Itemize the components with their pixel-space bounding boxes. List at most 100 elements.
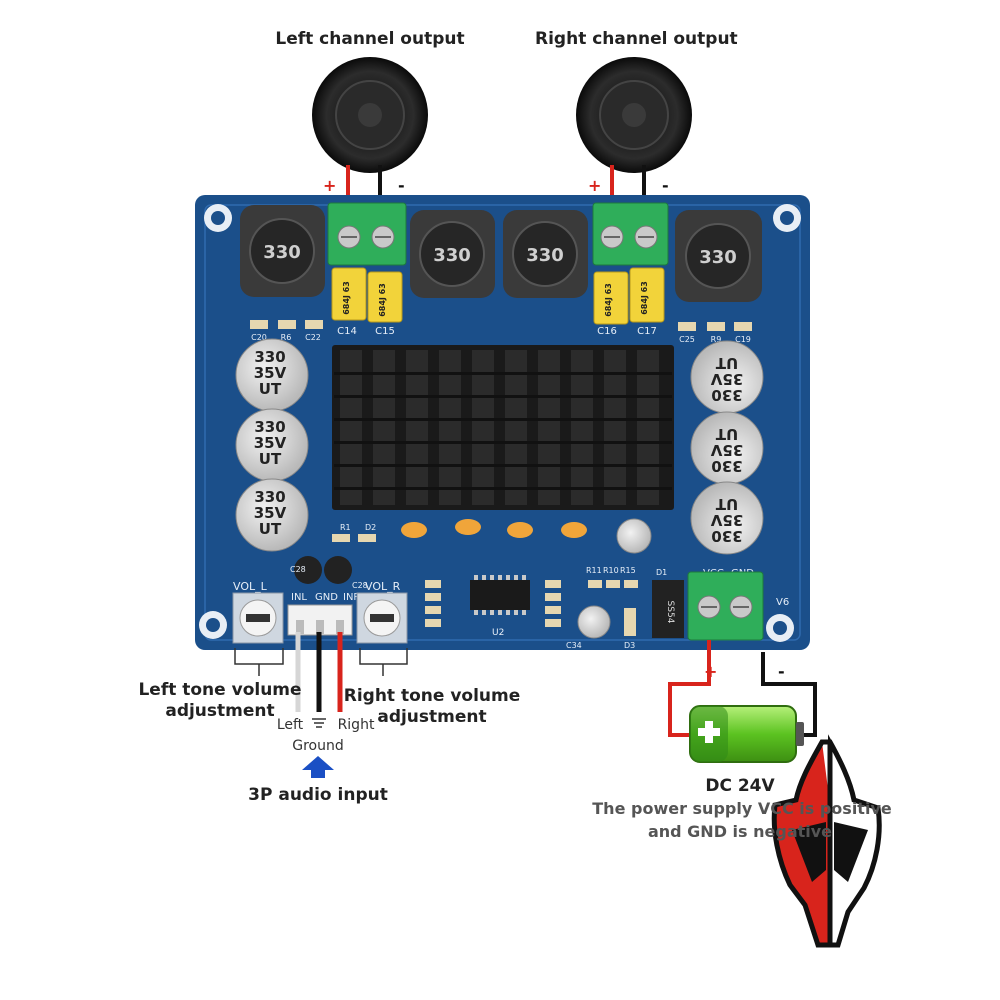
cap-voltage: 35V xyxy=(710,441,743,459)
left-channel-output-label: Left channel output xyxy=(275,29,465,49)
ic-pin xyxy=(482,575,486,580)
right-tone-label-line2: adjustment xyxy=(377,707,487,727)
film-cap-marking: 684J 63 xyxy=(604,283,613,317)
silk-u2: U2 xyxy=(492,628,504,638)
cap-brand: UT xyxy=(715,495,738,513)
silk-r15: R15 xyxy=(620,566,636,575)
ic-pin xyxy=(514,575,518,580)
silk-inl: INL xyxy=(291,592,307,603)
ic-pin xyxy=(506,610,510,615)
dc-voltage-label: DC 24V xyxy=(705,776,775,796)
input-left-label: Left xyxy=(276,717,304,733)
heatsink-groove xyxy=(334,372,672,375)
heatsink-groove xyxy=(334,441,672,444)
audio-input-label: 3P audio input xyxy=(248,785,388,805)
silk-r11: R11 xyxy=(586,566,602,575)
silk-r1: R1 xyxy=(340,523,351,532)
cap-voltage: 35V xyxy=(254,504,287,522)
cap-brand: UT xyxy=(715,425,738,443)
ic-pin xyxy=(498,575,502,580)
battery-icon xyxy=(689,705,804,763)
power-note-line2: and GND is negative xyxy=(647,822,833,841)
left-tone-label-line2: adjustment xyxy=(165,701,275,721)
ic-pin xyxy=(514,610,518,615)
left-tone-label-line1: Left tone volume xyxy=(138,680,302,700)
ic-pin xyxy=(506,575,510,580)
left-speaker-minus: - xyxy=(398,176,405,195)
silk-c20: C20 xyxy=(251,333,267,342)
cap-voltage: 35V xyxy=(710,370,743,388)
cap-voltage: 35V xyxy=(254,364,287,382)
film-cap-marking: 684J 63 xyxy=(640,281,649,315)
cap-brand: UT xyxy=(259,520,282,538)
heatsink-groove xyxy=(334,418,672,421)
inductor-marking: 330 xyxy=(699,247,737,268)
heatsink-groove xyxy=(334,487,672,490)
right-channel-output-label: Right channel output xyxy=(535,29,738,49)
power-minus: - xyxy=(778,662,785,681)
silk-c15: C15 xyxy=(375,326,395,337)
cap-value: 330 xyxy=(254,418,285,436)
right-speaker-minus: - xyxy=(662,176,669,195)
ic-pin xyxy=(490,610,494,615)
ic-pin xyxy=(522,575,526,580)
silk-c22: C22 xyxy=(305,333,321,342)
heatsink xyxy=(332,345,674,510)
diode-marking: SS54 xyxy=(665,601,675,624)
ic-pin xyxy=(490,575,494,580)
cap-value: 330 xyxy=(711,386,742,404)
cap-value: 330 xyxy=(711,527,742,545)
silk-c34: C34 xyxy=(566,641,582,650)
silk-c17: C17 xyxy=(637,326,657,337)
speaker-icon xyxy=(312,57,428,173)
silk-d2: D2 xyxy=(365,523,376,532)
silk-d1: D1 xyxy=(656,568,667,577)
inductor-marking: 330 xyxy=(263,242,301,263)
cap-voltage: 35V xyxy=(710,511,743,529)
up-arrow-icon xyxy=(302,756,334,778)
inductor-marking: 330 xyxy=(433,245,471,266)
silk-d3: D3 xyxy=(624,641,635,650)
ic-pin xyxy=(482,610,486,615)
cap-value: 330 xyxy=(254,488,285,506)
right-tone-label-line1: Right tone volume xyxy=(343,686,521,706)
right-speaker-plus: + xyxy=(588,176,602,195)
film-cap-marking: 684J 63 xyxy=(378,283,387,317)
heatsink-groove xyxy=(334,395,672,398)
spartan-helmet-logo xyxy=(771,734,882,948)
silk-version: V6 xyxy=(776,597,789,608)
silk-c14: C14 xyxy=(337,326,357,337)
cap-brand: UT xyxy=(259,380,282,398)
silk-c28-left: C28 xyxy=(290,565,306,574)
silk-r6: R6 xyxy=(281,333,292,342)
film-cap-marking: 684J 63 xyxy=(342,281,351,315)
inductor-marking: 330 xyxy=(526,245,564,266)
ic-pin xyxy=(498,610,502,615)
ic-pin xyxy=(522,610,526,615)
silk-r10: R10 xyxy=(603,566,619,575)
power-plus: + xyxy=(704,662,718,681)
silk-c19: C19 xyxy=(735,335,751,344)
silk-c25: C25 xyxy=(679,335,695,344)
cap-voltage: 35V xyxy=(254,434,287,452)
cap-brand: UT xyxy=(715,354,738,372)
speaker-icon xyxy=(576,57,692,173)
heatsink-groove xyxy=(334,464,672,467)
silk-gnd: GND xyxy=(315,592,338,603)
silk-r9: R9 xyxy=(711,335,722,344)
pcb-board: 330 330 330 330 684J 63 6 xyxy=(195,195,810,650)
silk-c16: C16 xyxy=(597,326,617,337)
ic-pin xyxy=(474,575,478,580)
left-speaker-plus: + xyxy=(323,176,337,195)
input-right-label: Right xyxy=(337,717,375,733)
ground-symbol-icon xyxy=(312,718,326,728)
ground-label: Ground xyxy=(292,738,344,754)
ic-pin xyxy=(474,610,478,615)
silk-c28: C28 xyxy=(352,581,368,590)
cap-value: 330 xyxy=(711,457,742,475)
cap-value: 330 xyxy=(254,348,285,366)
silk-inr: INR xyxy=(343,592,360,603)
power-note-line1: The power supply VCC is positive xyxy=(592,799,892,818)
